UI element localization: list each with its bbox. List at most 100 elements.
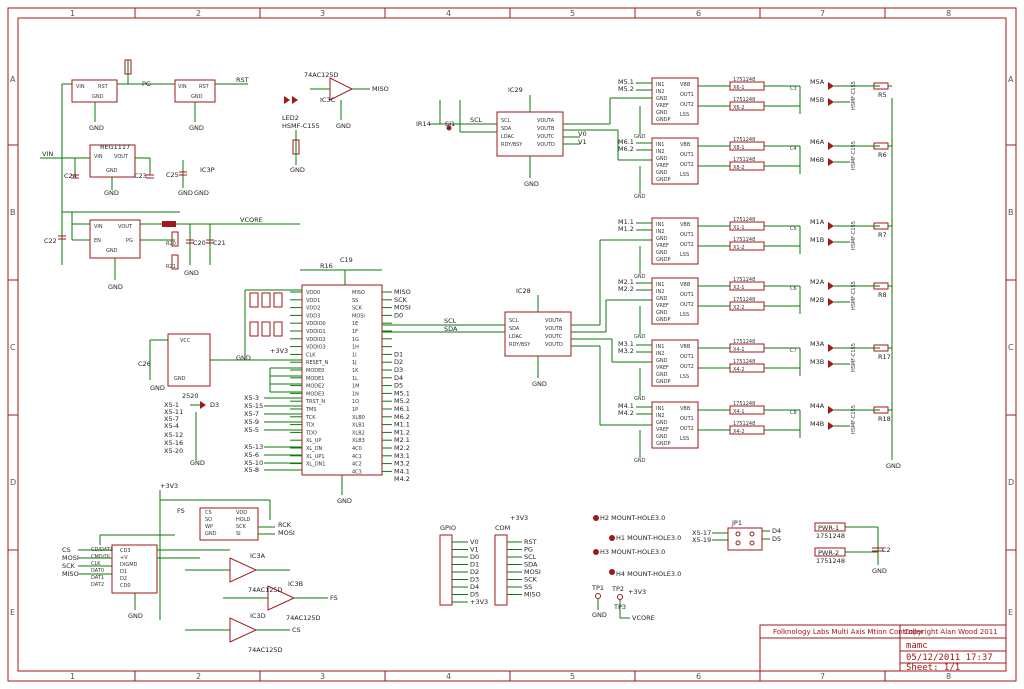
svg-text:X5-16: X5-16 [164,439,183,447]
led-net: M3B [810,358,824,366]
title-block: Folknology Labs Multi Axis Mtion Control… [759,624,1007,673]
net-vin: VIN [42,150,53,158]
row-label: C [10,343,16,352]
sd-pin: CLK [91,561,101,567]
svg-text:D5: D5 [772,535,781,543]
svg-text:IC28: IC28 [516,287,531,295]
flash-pin: GND [205,531,217,537]
dac-pin: VOUTD [545,342,563,348]
mcu-net: M4.1 [394,467,410,475]
svg-text:VCC: VCC [180,338,191,344]
svg-text:X5-6: X5-6 [244,451,259,459]
driver-pin: GNDP [656,117,670,123]
driver-pin: GND [656,250,668,256]
led-net: M5B [810,96,824,104]
sd-pin: DAT2 [91,582,104,588]
dac-pin: SCL [501,118,511,124]
motor-driver: IN1IN2GNDVREFGNDGNDPVBBOUT1OUT2LSSM3.1M3… [618,339,892,402]
mcu-pin-left: MODE2 [306,384,324,390]
col-label: 3 [320,672,325,681]
gpio-net: D4 [470,583,479,591]
title-name: mamc [906,641,928,651]
mcu-pin-right: 1O [352,399,359,405]
driver-pin: GND [656,296,668,302]
driver-pin: OUT1 [680,232,694,238]
svg-text:X5-10: X5-10 [244,459,263,467]
svg-text:PWR-2: PWR-2 [818,549,839,557]
gpio-net: +3V3 [470,598,488,606]
buffer-out-net: FS [330,594,338,602]
driver-pin: OUT2 [680,242,694,248]
svg-text:GPIO: GPIO [440,524,456,532]
sd-pin: CMD/DI [91,554,110,560]
svg-text:X5-1: X5-1 [164,401,179,409]
svg-text:IC3P: IC3P [200,166,215,174]
driver-in2: M5.2 [618,85,634,93]
svg-text:X5-17: X5-17 [692,529,711,537]
col-label: 8 [946,672,951,681]
sd-pin: CD0 [120,583,131,589]
gnd-label: GND [634,194,646,200]
driver-pin: GND [656,420,668,426]
mcu-pin-left: MODE1 [306,376,324,382]
svg-text:GND: GND [104,189,119,197]
mcu-pin-left: VDD2 [306,306,320,312]
dac-pin: VOUTC [537,134,555,140]
power-supervisor-1: VIN RST GND PG [61,59,151,250]
mcu-pin-left: XL_UP [306,438,321,444]
driver-pin: GND [656,96,668,102]
driver-pin: GND [656,310,668,316]
svg-text:GND: GND [524,180,539,188]
driver-pin: OUT1 [680,292,694,298]
gnd-labels-topleft: GND GND [89,124,204,132]
mcu-pin-right: 1N [352,391,359,397]
driver-pin: IN2 [656,351,664,357]
driver-pin: GND [656,170,668,176]
mcu-pin-right: 1I [352,352,357,358]
motor-driver: IN1IN2GNDVREFGNDGNDPVBBOUT1OUT2LSSM5.1M5… [618,77,892,140]
svg-text:GND: GND [189,124,204,132]
cap-c25: C25 IC3P GND GND [166,160,215,197]
driver-pin: IN2 [656,89,664,95]
mount-holes: H2 MOUNT-HOLE3.0 H1 MOUNT-HOLE3.0 H3 MOU… [593,514,681,578]
com-net: SS [524,583,532,591]
resistor-label: R6 [878,151,887,159]
svg-text:+3V3: +3V3 [270,347,288,355]
buffer-ic3c: 74AC125D IC3C MISO GND [304,71,389,130]
motor-driver: IN1IN2GNDVREFGNDGNDPVBBOUT1OUT2LSSM4.1M4… [618,401,892,464]
led-net: M6B [810,156,824,164]
col-label: 4 [446,9,451,18]
svg-text:X5-15: X5-15 [244,402,263,410]
connector-label: X2-2 [733,305,745,311]
led-part: HSMF-C155 [851,81,857,110]
driver-pin: LSS [680,374,689,380]
connector-label: X4-2 [733,367,745,373]
driver-in1: M2.1 [618,278,634,286]
svg-text:IC29: IC29 [508,86,523,94]
driver-pin: IN2 [656,229,664,235]
mcu-pin-right: 1M [352,384,360,390]
flash-pin: WP [205,524,213,530]
gpio-net: D3 [470,576,479,584]
net-mosi: MOSI [278,529,295,537]
cap-label: C3 [790,86,797,92]
mcu-pin-left: XL_UP1 [306,454,325,460]
driver-in2: M3.2 [618,347,634,355]
svg-text:GND: GND [337,497,352,505]
connector-part: 1751248 [733,339,755,345]
driver-pin: VREF [656,427,669,433]
svg-text:X5-9: X5-9 [244,418,259,426]
mcu-pin-left: VDD1 [306,298,320,304]
driver-pin: LSS [680,172,689,178]
svg-text:GND: GND [174,376,186,382]
sd-pin: D2 [120,576,127,582]
dac-pin: SDA [501,126,512,132]
net-scl-top: SCL [470,116,483,124]
gnd-label: GND [634,458,646,464]
svg-text:C2: C2 [882,546,891,554]
row-label: D [1008,478,1014,487]
svg-text:JP1: JP1 [731,519,742,527]
mcu-pin-right: 4C0 [352,446,362,452]
